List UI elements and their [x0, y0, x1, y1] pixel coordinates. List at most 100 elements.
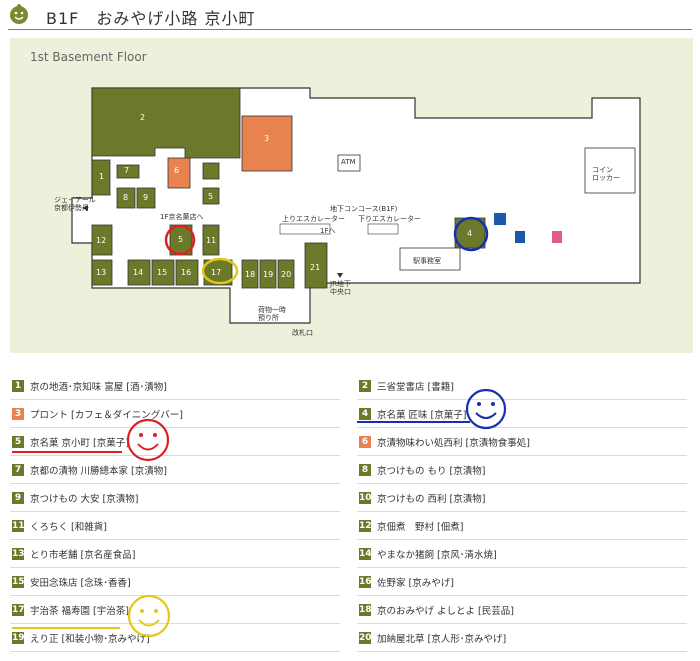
legend-item[interactable]: 13 とり市老舗 [京名産食品]: [10, 541, 340, 568]
floor-plan: [71, 87, 641, 324]
legend-shop-name: 宇治茶 福寿園 [宇治茶]: [30, 606, 129, 617]
map-num-20[interactable]: 20: [281, 270, 292, 279]
legend-shop-name: くろちく [和雑貨]: [30, 522, 107, 533]
legend-number-badge: 9: [12, 492, 24, 504]
map-num-4[interactable]: 4: [467, 229, 473, 238]
map-num-5s[interactable]: 5: [208, 192, 214, 201]
legend-number-badge: 1: [12, 380, 24, 392]
legend-divider: [357, 567, 687, 568]
label-station-office: 駅事務室: [413, 257, 441, 265]
legend-number-badge: 15: [12, 576, 25, 588]
shop-19: [259, 259, 277, 289]
up-escalator-rect: [279, 223, 331, 235]
map-num-15[interactable]: 15: [157, 268, 168, 277]
down-escalator-rect: [367, 223, 399, 235]
restroom-woman-icon: [552, 231, 562, 243]
wheelchair-icon: [494, 213, 506, 225]
map-num-16[interactable]: 16: [181, 268, 192, 277]
coin-locker-box: [584, 147, 636, 194]
map-num-1[interactable]: 1: [99, 172, 105, 181]
legend-divider: [357, 399, 687, 400]
label-concourse: 地下コンコース(B1F): [330, 205, 398, 213]
label-to-1f-meika: 1F京名菓店へ: [160, 213, 204, 221]
shop-12: [91, 224, 113, 256]
legend-divider: [10, 539, 340, 540]
shop-13: [91, 259, 113, 286]
legend-divider: [10, 623, 340, 624]
legend-number-badge: 3: [12, 408, 24, 420]
map-num-17[interactable]: 17: [211, 268, 222, 277]
map-num-9[interactable]: 9: [143, 193, 149, 202]
map-num-12[interactable]: 12: [96, 236, 107, 245]
shop-9: [136, 187, 156, 209]
map-num-14[interactable]: 14: [133, 268, 144, 277]
legend-shop-name: プロント [カフェ＆ダイニングバー]: [30, 410, 183, 421]
shop-16: [175, 259, 199, 286]
label-to-1f: 1Fへ: [320, 227, 336, 235]
legend-item[interactable]: 3 プロント [カフェ＆ダイニングバー]: [10, 401, 340, 428]
restroom-man-icon: [515, 231, 525, 243]
legend-item[interactable]: 9 京つけもの 大安 [京漬物]: [10, 485, 340, 512]
legend-number-badge: 19: [12, 632, 25, 644]
legend-divider: [10, 595, 340, 596]
legend-shop-name: 佐野家 [京みやげ]: [377, 578, 454, 589]
map-num-5[interactable]: 5: [178, 235, 184, 244]
map-num-13[interactable]: 13: [96, 268, 107, 277]
shop-14: [127, 259, 151, 286]
map-num-3[interactable]: 3: [264, 134, 270, 143]
shop-21: [304, 242, 328, 289]
label-coin-locker: コイン ロッカー: [592, 166, 620, 182]
map-num-11[interactable]: 11: [206, 236, 217, 245]
map-num-19[interactable]: 19: [263, 270, 274, 279]
map-shop-numbers: 2 3 1 6 7 8 9 5 5 11 12 13 14 15 16 17 1…: [10, 38, 693, 353]
label-atm: ATM: [341, 158, 356, 166]
map-num-2[interactable]: 2: [140, 113, 146, 122]
legend-shop-name: 京つけもの 大安 [京漬物]: [30, 494, 139, 505]
legend-divider: [357, 511, 687, 512]
map-num-6[interactable]: 6: [174, 166, 180, 175]
map-num-8[interactable]: 8: [123, 193, 129, 202]
map-num-21[interactable]: 21: [310, 263, 321, 272]
exit-arrow-icon: [82, 205, 88, 211]
legend-shop-name: とり市老舗 [京名産食品]: [30, 550, 136, 561]
map-num-18[interactable]: 18: [245, 270, 256, 279]
legend-divider: [10, 567, 340, 568]
label-down-escalator: 下りエスカレーター: [358, 215, 421, 223]
label-up-escalator: 上りエスカレーター: [282, 215, 345, 223]
legend-divider: [10, 427, 340, 428]
map-num-7[interactable]: 7: [124, 166, 130, 175]
label-ticket-gate: 改札口: [292, 329, 313, 337]
map-caption: 1st Basement Floor: [30, 50, 147, 64]
legend-shop-name: 京佃煮 野村 [佃煮]: [377, 522, 464, 533]
legend-divider: [10, 399, 340, 400]
header-rule: [8, 29, 692, 30]
shop-1: [91, 159, 111, 196]
legend-divider: [357, 427, 687, 428]
legend-number-badge: 13: [12, 548, 25, 560]
legend-number-badge: 4: [359, 408, 371, 420]
